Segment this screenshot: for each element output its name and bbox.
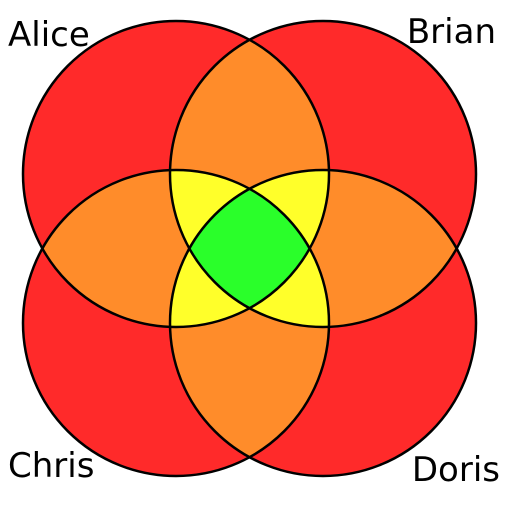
chris-outline [21, 168, 331, 478]
circle-outlines [21, 19, 478, 478]
doris-outline [168, 168, 478, 478]
brian-outline [168, 19, 478, 329]
label-brian: Brian [407, 12, 496, 52]
label-chris: Chris [8, 446, 94, 486]
label-doris: Doris [412, 450, 500, 490]
label-alice: Alice [8, 15, 90, 55]
alice-outline [21, 19, 331, 329]
